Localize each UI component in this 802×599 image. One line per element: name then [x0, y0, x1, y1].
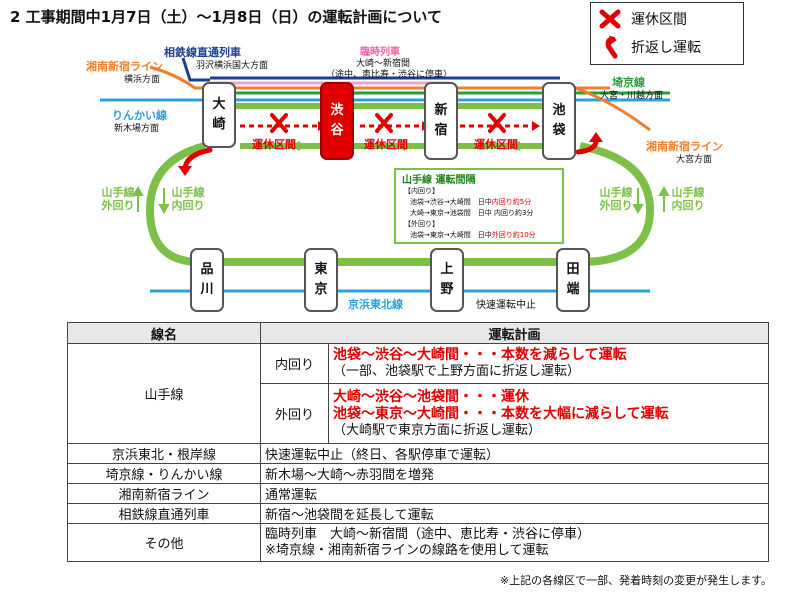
yamanote-inner-right-label: 山手線 内回り	[671, 186, 705, 212]
suspended-label-1: 運休区間	[252, 138, 296, 151]
turnback-arrow-icon	[605, 36, 618, 59]
suspend-x-marks	[270, 113, 506, 133]
outer-plan: 大崎〜渋谷〜池袋間・・・運休 池袋〜東京〜大崎間・・・本数を大幅に減らして運転 …	[328, 383, 769, 444]
table-row: 外回り 大崎〜渋谷〜池袋間・・・運休 池袋〜東京〜大崎間・・・本数を大幅に減らし…	[68, 383, 769, 444]
shonan-right-direction: 大宮方面	[676, 155, 713, 165]
table-row: 湘南新宿ライン 通常運転	[67, 483, 769, 504]
outer-line-1: 池袋→東京→大崎間 日中外回り約10分	[410, 231, 536, 239]
rinkai-direction: 新木場方面	[114, 124, 160, 134]
suspend-x-icon	[599, 9, 621, 29]
saikyo-direction: 大宮・川越方面	[600, 91, 664, 101]
outer-head: 【外回り】	[404, 220, 439, 228]
yamanote-outer-left-label: 山手線 外回り	[101, 186, 135, 212]
sotetsu-plan: 新宿〜池袋間を延長して運転	[260, 503, 769, 524]
inner-head: 【内回り】	[404, 187, 439, 195]
interval-title: 山手線 運転間隔	[402, 175, 476, 186]
operation-plan-table: 線名 運転計画 山手線 内回り 池袋〜渋谷〜大崎間・・・本数を減らして運転 （一…	[67, 322, 769, 562]
rinkai-label: りんかい線	[112, 109, 167, 122]
yamanote-inner-left-label: 山手線 内回り	[171, 186, 205, 212]
special-train-label: 臨時列車	[360, 47, 400, 58]
inner-line-2: 大崎→東京→池袋間 日中 内回り約3分	[410, 209, 534, 217]
table-row: 相鉄線直通列車 新宿〜池袋間を延長して運転	[67, 503, 769, 524]
inner-plan: 池袋〜渋谷〜大崎間・・・本数を減らして運転 （一部、池袋駅で上野方面に折返し運転…	[328, 343, 769, 384]
saikyo-label: 埼京線	[612, 76, 645, 89]
table-row: 山手線 内回り 池袋〜渋谷〜大崎間・・・本数を減らして運転 （一部、池袋駅で上野…	[67, 343, 769, 444]
yamanote-left-curve	[145, 142, 207, 266]
shonan-left-label: 湘南新宿ライン	[86, 60, 163, 73]
station-shinjuku: 新宿	[424, 82, 458, 160]
inner-label: 内回り	[260, 343, 329, 384]
keihin-note: 快速運転中止	[476, 300, 536, 311]
keihin-label: 京浜東北線	[348, 298, 403, 311]
shonan-right-label: 湘南新宿ライン	[646, 140, 723, 153]
legend-turnback: 折返し運転	[631, 40, 701, 56]
outer-label: 外回り	[260, 383, 329, 444]
shonan-left-branch	[149, 65, 210, 90]
table-header-row: 線名 運転計画	[67, 322, 769, 344]
saikyo-name: 埼京線・りんかい線	[67, 463, 261, 484]
page-title: 2 工事期間中1月7日（土）〜1月8日（日）の運転計画について	[10, 8, 442, 26]
inner-line-1: 池袋→渋谷→大崎間 日中内回り約5分	[410, 198, 532, 206]
sotetsu-direction: 羽沢横浜国大方面	[196, 61, 269, 71]
legend: 運休区間 折返し運転	[590, 2, 744, 65]
sotetsu-branch	[181, 57, 210, 82]
station-ueno: 上野	[430, 248, 464, 312]
yamanote-right-curve	[579, 142, 655, 266]
sotetsu-label: 相鉄線直通列車	[164, 46, 241, 59]
direction-arrows	[132, 185, 670, 215]
yamanote-name: 山手線	[67, 343, 261, 444]
table-row: 京浜東北・根岸線 快速運転中止（終日、各駅停車で運転）	[67, 443, 769, 464]
station-ikebukuro: 池袋	[542, 82, 576, 160]
station-tabata: 田端	[556, 248, 590, 312]
turnback-arrows	[178, 132, 603, 176]
inner-loop-arrows	[290, 141, 520, 151]
saikyo-plan: 新木場〜大崎〜赤羽間を増発	[260, 463, 769, 484]
station-osaki: 大崎	[202, 82, 236, 148]
special-train-note: （途中、恵比寿・渋谷に停車）	[326, 70, 453, 80]
shonan-left-direction: 横浜方面	[124, 75, 161, 85]
yamanote-interval-box: 山手線 運転間隔 【内回り】 池袋→渋谷→大崎間 日中内回り約5分 大崎→東京→…	[394, 168, 564, 244]
station-tokyo: 東京	[304, 248, 338, 312]
table-row: 埼京線・りんかい線 新木場〜大崎〜赤羽間を増発	[67, 463, 769, 484]
keihin-plan: 快速運転中止（終日、各駅停車で運転）	[260, 443, 769, 464]
header-plan: 運転計画	[260, 322, 769, 344]
header-line: 線名	[67, 322, 261, 344]
shonan-right-branch	[574, 86, 651, 132]
legend-suspended: 運休区間	[631, 12, 687, 28]
special-train-route: 大崎〜新宿間	[356, 59, 411, 69]
shonan-name: 湘南新宿ライン	[67, 483, 261, 504]
station-shinagawa: 品川	[190, 248, 224, 312]
station-shibuya: 渋谷	[320, 82, 354, 160]
sotetsu-name: 相鉄線直通列車	[67, 503, 261, 524]
suspended-label-3: 運休区間	[474, 138, 518, 151]
other-name: その他	[67, 523, 261, 562]
footnote: ※上記の各線区で一部、発着時刻の変更が発生します。	[499, 574, 772, 587]
other-plan: 臨時列車 大崎〜新宿間（途中、恵比寿・渋谷に停車） ※埼京線・湘南新宿ラインの線…	[260, 523, 769, 562]
yamanote-outer-right-label: 山手線 外回り	[599, 186, 633, 212]
shonan-plan: 通常運転	[260, 483, 769, 504]
table-row: その他 臨時列車 大崎〜新宿間（途中、恵比寿・渋谷に停車） ※埼京線・湘南新宿ラ…	[67, 523, 769, 562]
suspended-label-2: 運休区間	[364, 138, 408, 151]
keihin-name: 京浜東北・根岸線	[67, 443, 261, 464]
